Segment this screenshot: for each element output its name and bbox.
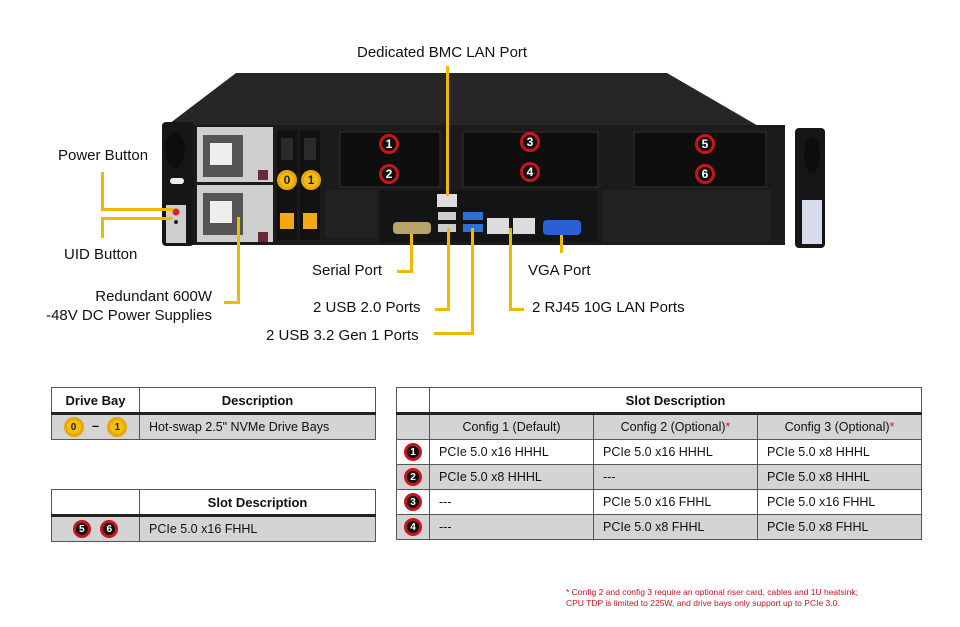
callout-line-uid <box>101 217 104 238</box>
callout-line-bmc <box>446 66 449 196</box>
callout-line-lan10g <box>509 228 512 311</box>
slot-badge-4: 4 <box>520 162 540 182</box>
serial-port <box>393 222 431 234</box>
callout-line-usb3 <box>471 228 474 335</box>
table-cell: PCIe 5.0 x16 HHHL <box>593 439 758 465</box>
drive-bay-table: Drive Bay Description 0 – 1 Hot-swap 2.5… <box>51 387 376 440</box>
callout-line-usb2 <box>447 228 450 311</box>
label-uid-button: UID Button <box>64 246 138 263</box>
config-3-header: Config 3 (Optional)* <box>757 413 922 440</box>
table-row: 1 PCIe 5.0 x16 HHHL PCIe 5.0 x16 HHHL PC… <box>396 439 922 465</box>
power-button-led <box>172 208 180 216</box>
drive-bay-badge: 1 <box>107 417 128 437</box>
usb2-port-a <box>438 212 456 220</box>
table-row: 4 --- PCIe 5.0 x8 FHHL PCIe 5.0 x8 FHHL <box>396 514 922 540</box>
bmc-lan-port <box>437 194 457 207</box>
drive-description: Hot-swap 2.5" NVMe Drive Bays <box>139 413 376 440</box>
drive-bay-badge-1: 1 <box>301 170 321 190</box>
footnote-line-1: * Config 2 and config 3 require an optio… <box>566 587 859 597</box>
label-vga: VGA Port <box>528 262 591 279</box>
slot-description-header: Slot Description <box>429 387 922 415</box>
label-lan10g: 2 RJ45 10G LAN Ports <box>532 299 685 316</box>
label-psu-line2: -48V DC Power Supplies <box>46 307 212 324</box>
drive-bay-header: Drive Bay <box>51 387 140 415</box>
lan10g-port-b <box>513 218 535 234</box>
slot-badge: 1 <box>404 443 422 461</box>
slot-description-header: Slot Description <box>139 489 376 517</box>
range-separator: – <box>92 419 99 434</box>
slot-badge-2: 2 <box>379 164 399 184</box>
lan10g-port-a <box>487 218 509 234</box>
slot-badge: 5 <box>72 520 91 538</box>
label-bmc-lan: Dedicated BMC LAN Port <box>357 44 528 61</box>
label-psu-line1: Redundant 600W <box>95 288 212 305</box>
callout-line-serial <box>410 234 413 273</box>
slot-badge-3: 3 <box>520 132 540 152</box>
slot-badge: 2 <box>404 468 422 486</box>
table-row: 0 – 1 Hot-swap 2.5" NVMe Drive Bays <box>51 413 376 440</box>
table-cell: PCIe 5.0 x8 HHHL <box>429 464 594 490</box>
footnote: * Config 2 and config 3 require an optio… <box>566 587 858 609</box>
table-cell: --- <box>429 489 594 515</box>
table-row: 5 6 PCIe 5.0 x16 FHHL <box>51 515 376 542</box>
table-cell: --- <box>593 464 758 490</box>
label-serial-port: Serial Port <box>312 262 383 279</box>
slot-badge: 4 <box>404 518 422 536</box>
label-usb2: 2 USB 2.0 Ports <box>313 299 421 316</box>
label-usb3: 2 USB 3.2 Gen 1 Ports <box>266 327 419 344</box>
table-row: 2 PCIe 5.0 x8 HHHL --- PCIe 5.0 x8 HHHL <box>396 464 922 490</box>
table-cell: PCIe 5.0 x8 FHHL <box>757 514 922 540</box>
empty-header <box>51 489 140 517</box>
footnote-line-2: CPU TDP is limited to 225W, and drive ba… <box>566 598 840 608</box>
config-2-header: Config 2 (Optional)* <box>593 413 758 440</box>
slot-badge-5: 5 <box>695 134 715 154</box>
psu-top <box>197 127 273 182</box>
mesh-right <box>603 190 771 242</box>
slot-badge: 3 <box>404 493 422 511</box>
table-cell: PCIe 5.0 x8 HHHL <box>757 439 922 465</box>
slot-config-table: Slot Description Config 1 (Default) Conf… <box>396 387 922 540</box>
table-cell: PCIe 5.0 x8 HHHL <box>757 464 922 490</box>
table-row: 3 --- PCIe 5.0 x16 FHHL PCIe 5.0 x16 FHH… <box>396 489 922 515</box>
callout-line-power <box>101 172 104 210</box>
callout-line-psu <box>237 217 240 304</box>
config-1-header: Config 1 (Default) <box>429 413 594 440</box>
table-cell: PCIe 5.0 x16 HHHL <box>429 439 594 465</box>
usb3-port-a <box>463 212 483 220</box>
description-header: Description <box>139 387 376 415</box>
table-cell: PCIe 5.0 x8 FHHL <box>593 514 758 540</box>
slot-badge: 6 <box>100 520 119 538</box>
vga-port <box>543 220 581 235</box>
slot-description: PCIe 5.0 x16 FHHL <box>139 515 376 542</box>
slot-badge-6: 6 <box>695 164 715 184</box>
slot-badge-1: 1 <box>379 134 399 154</box>
psu-bottom <box>197 185 273 242</box>
mesh-left <box>325 190 377 238</box>
chassis-top <box>165 73 760 127</box>
table-cell: PCIe 5.0 x16 FHHL <box>757 489 922 515</box>
table-cell: --- <box>429 514 594 540</box>
label-power-button: Power Button <box>58 147 149 164</box>
brand-label <box>802 200 822 244</box>
drive-bay-badge-0: 0 <box>277 170 297 190</box>
callout-line-vga <box>560 235 563 253</box>
drive-bay-badge: 0 <box>63 417 84 437</box>
empty-header <box>396 387 430 415</box>
slot56-table: Slot Description 5 6 PCIe 5.0 x16 FHHL <box>51 489 376 542</box>
table-cell: PCIe 5.0 x16 FHHL <box>593 489 758 515</box>
